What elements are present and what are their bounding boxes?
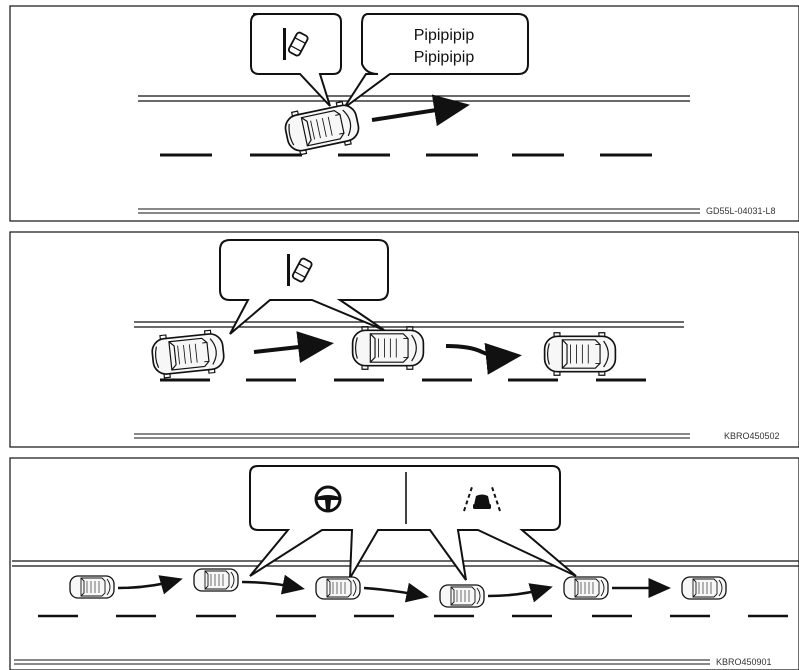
figure-code: KBRO450502 [724,431,780,441]
figure-code: KBRO450901 [716,657,772,667]
car-centered [545,333,616,375]
car-position-6 [682,577,726,599]
panel-lane-following-assist: KBRO450901 [10,458,799,670]
car-position-5 [564,577,608,599]
beep-sound-text: Pipipipip [414,49,475,66]
panel-lane-departure-warning: GD55L-04031-L8 Pipipipip Pipipipip [10,6,799,221]
car-position-4 [440,585,484,607]
car-position-3 [316,577,360,599]
car-correcting [353,327,424,369]
figure-code: GD55L-04031-L8 [706,206,776,216]
car-position-2 [194,569,238,591]
panel-lane-keeping-return: KBRO450502 [10,232,799,447]
beep-sound-text: Pipipipip [414,27,475,44]
car-position-1 [70,576,114,598]
